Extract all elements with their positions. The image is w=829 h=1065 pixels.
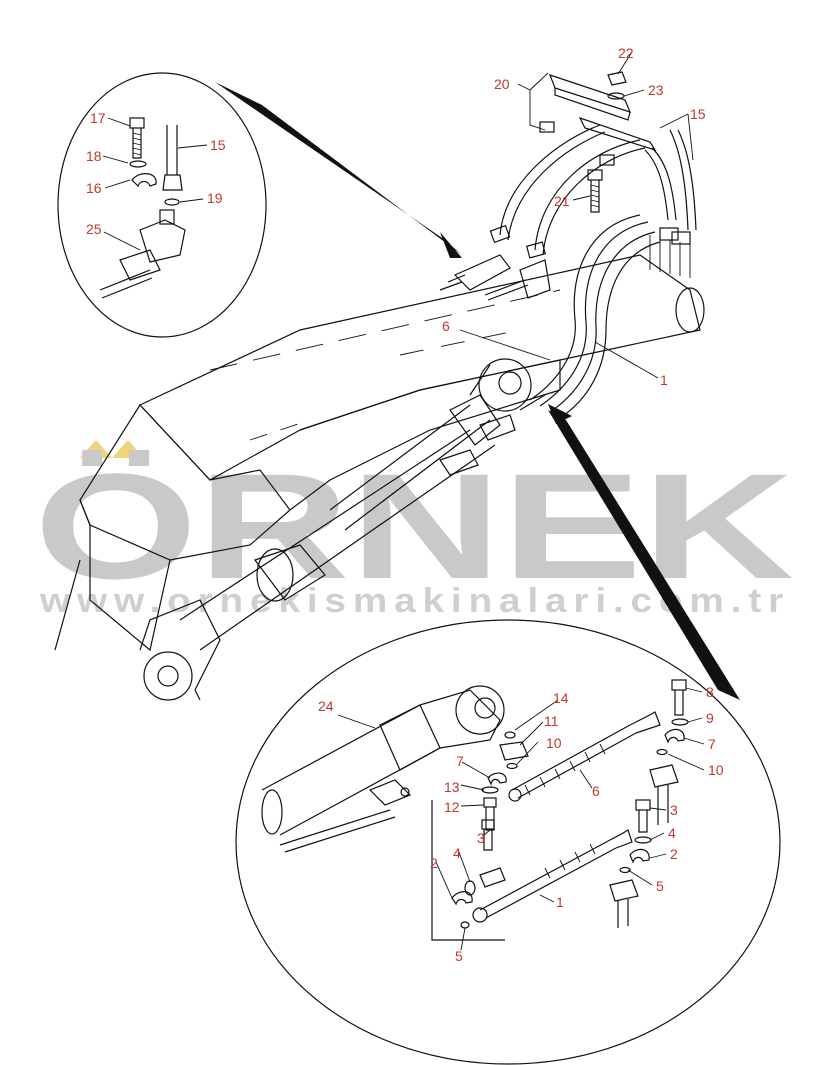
callout-19: 19 bbox=[207, 190, 223, 206]
callout-9: 9 bbox=[706, 710, 714, 726]
callout-2-right: 2 bbox=[670, 846, 678, 862]
leader-lines bbox=[102, 51, 705, 951]
callout-22: 22 bbox=[618, 45, 634, 61]
main-hoses bbox=[489, 124, 697, 419]
callout-1: 1 bbox=[660, 372, 668, 388]
callout-24: 24 bbox=[318, 698, 334, 714]
boom-assembly bbox=[54, 254, 705, 701]
callout-10: 10 bbox=[546, 735, 562, 751]
callout-17: 17 bbox=[90, 110, 106, 126]
callout-7: 7 bbox=[456, 753, 464, 769]
callout-2-left: 2 bbox=[430, 855, 438, 871]
callout-4-left: 4 bbox=[453, 845, 461, 861]
callout-6-detail: 6 bbox=[592, 783, 600, 799]
callout-18: 18 bbox=[86, 148, 102, 164]
callout-20: 20 bbox=[494, 76, 510, 92]
callout-21: 21 bbox=[554, 193, 570, 209]
callout-4-right: 4 bbox=[668, 825, 676, 841]
callout-23: 23 bbox=[648, 82, 664, 98]
watermark: ÖRNEK www.ornekismakinalari.com.tr bbox=[34, 440, 794, 620]
callout-1-detail: 1 bbox=[556, 894, 564, 910]
callout-11: 11 bbox=[544, 713, 559, 729]
watermark-accent-right bbox=[112, 440, 144, 458]
callout-14: 14 bbox=[553, 690, 569, 706]
callout-3-right: 3 bbox=[670, 802, 678, 818]
detail-bottom-right bbox=[235, 404, 781, 1065]
watermark-accent-left bbox=[80, 440, 112, 458]
callout-5-right: 5 bbox=[656, 878, 664, 894]
callout-7-right: 7 bbox=[708, 736, 716, 752]
clamp-bracket bbox=[539, 71, 657, 213]
valve-mount bbox=[439, 254, 551, 301]
watermark-brand: ÖRNEK bbox=[34, 442, 794, 610]
callout-6: 6 bbox=[442, 318, 450, 334]
callout-12: 12 bbox=[444, 799, 460, 815]
callout-3: 3 bbox=[477, 830, 485, 846]
detail-top-left bbox=[57, 72, 462, 338]
callout-numbers: 20 22 23 15 21 6 1 17 18 16 15 19 25 24 … bbox=[86, 45, 724, 964]
callout-8: 8 bbox=[706, 684, 714, 700]
callout-25: 25 bbox=[86, 221, 102, 237]
callout-15: 15 bbox=[690, 106, 706, 122]
callout-5-left: 5 bbox=[455, 948, 463, 964]
callout-16: 16 bbox=[86, 180, 102, 196]
callout-13: 13 bbox=[444, 779, 460, 795]
callout-15-detail: 15 bbox=[210, 137, 226, 153]
callout-10-right: 10 bbox=[708, 762, 724, 778]
